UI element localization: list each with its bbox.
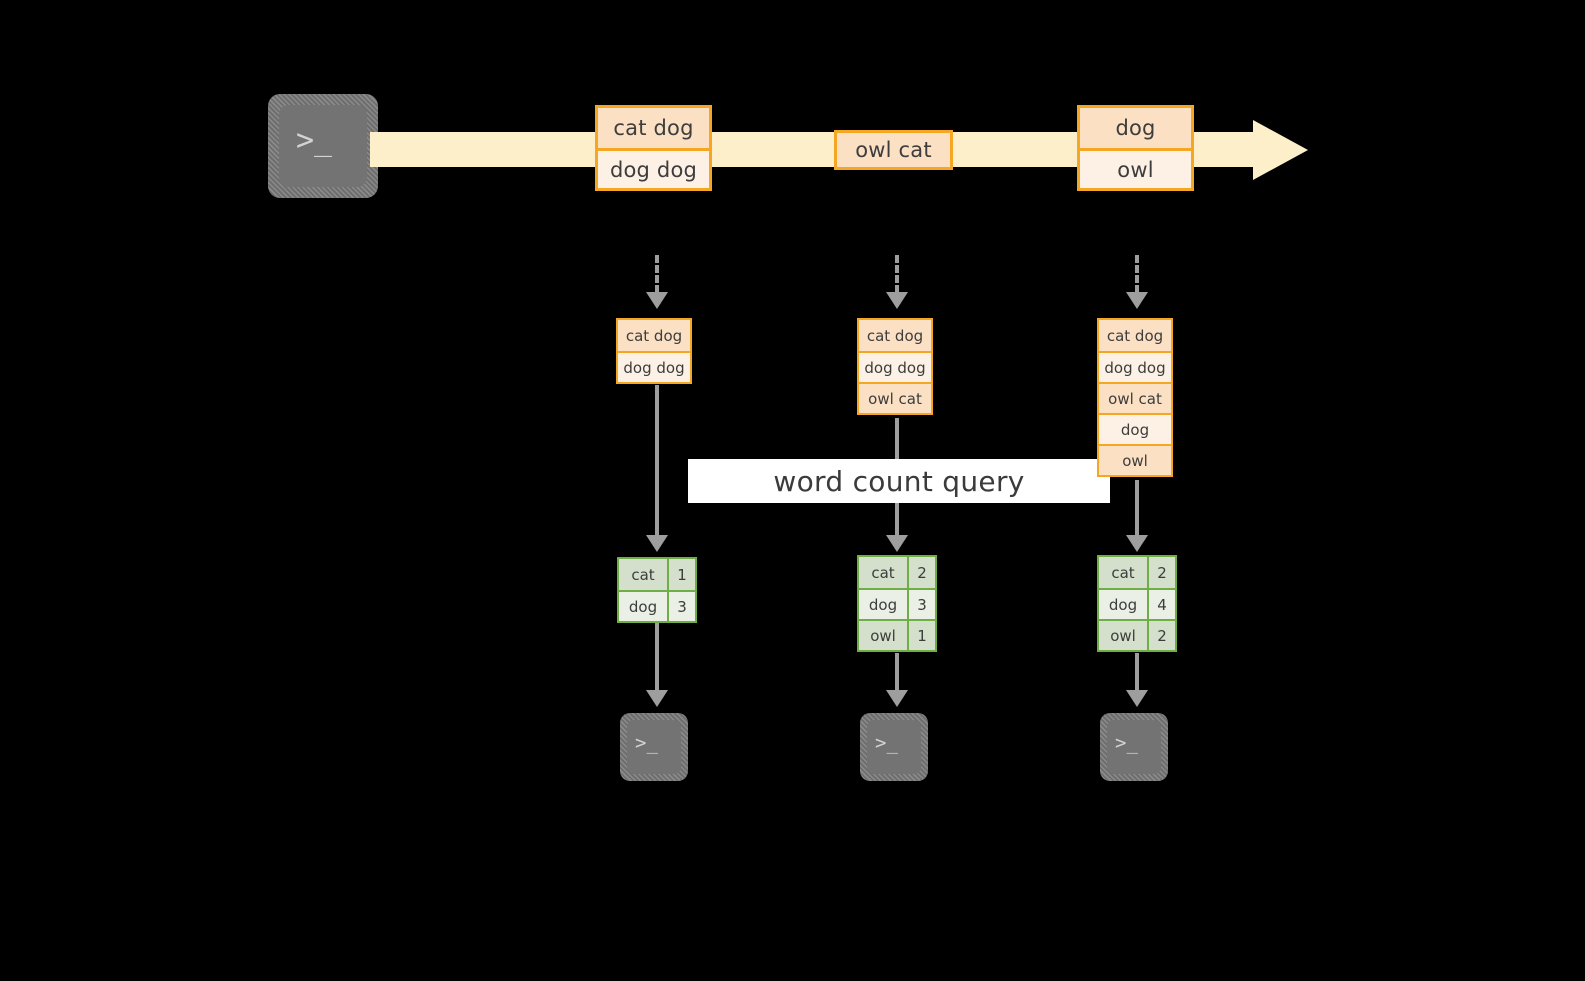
stream-batch-3-line-1: dog [1080, 108, 1191, 148]
query-arrow-2-head [886, 535, 908, 552]
sink-arrow-3-line [1135, 653, 1139, 693]
stream-batch-1-line-1: cat dog [598, 108, 709, 148]
result-table-3-row: cat 2 [1099, 557, 1175, 588]
result-count: 1 [907, 621, 935, 650]
result-count: 2 [1147, 621, 1175, 650]
result-word: owl [859, 621, 907, 650]
sink-terminal-icon-3: >_ [1100, 713, 1168, 781]
input-table-3-row: owl cat [1099, 382, 1171, 413]
result-table-3-row: owl 2 [1099, 619, 1175, 650]
input-table-2-row: owl cat [859, 382, 931, 413]
result-table-2-row: cat 2 [859, 557, 935, 588]
result-count: 4 [1147, 590, 1175, 619]
stream-batch-1: cat dog dog dog [595, 105, 712, 191]
result-table-3: cat 2 dog 4 owl 2 [1097, 555, 1177, 652]
trigger-arrow-2-line [895, 255, 899, 293]
query-arrow-3-line [1135, 480, 1139, 537]
input-table-3-row: dog [1099, 413, 1171, 444]
result-word: owl [1099, 621, 1147, 650]
terminal-screen [1107, 720, 1161, 774]
sink-terminal-icon-2: >_ [860, 713, 928, 781]
result-count: 2 [1147, 557, 1175, 588]
sink-arrow-1-head [646, 690, 668, 707]
trigger-arrow-1-line [655, 255, 659, 293]
trigger-arrow-3-line [1135, 255, 1139, 293]
result-table-2-row: dog 3 [859, 588, 935, 619]
sink-arrow-3-head [1126, 690, 1148, 707]
terminal-prompt-glyph: >_ [296, 123, 333, 158]
result-table-1: cat 1 dog 3 [617, 557, 697, 623]
trigger-arrow-2-head [886, 292, 908, 309]
query-arrow-1-head [646, 535, 668, 552]
result-table-1-row: cat 1 [619, 559, 695, 590]
result-word: dog [1099, 590, 1147, 619]
terminal-screen [627, 720, 681, 774]
stream-arrow-head [1253, 120, 1308, 180]
result-table-2-row: owl 1 [859, 619, 935, 650]
stream-batch-1-line-2: dog dog [598, 148, 709, 188]
input-table-3: cat dog dog dog owl cat dog owl [1097, 318, 1173, 477]
input-table-1-row: dog dog [618, 351, 690, 382]
query-label-band [688, 459, 1110, 503]
sink-arrow-1-line [655, 623, 659, 693]
result-count: 1 [667, 559, 695, 590]
stream-batch-3: dog owl [1077, 105, 1194, 191]
terminal-screen [867, 720, 921, 774]
stream-batch-2-line-1: owl cat [837, 133, 950, 167]
result-table-3-row: dog 4 [1099, 588, 1175, 619]
terminal-prompt-glyph: >_ [875, 732, 898, 754]
stream-batch-3-line-2: owl [1080, 148, 1191, 188]
input-table-3-row: dog dog [1099, 351, 1171, 382]
result-count: 3 [907, 590, 935, 619]
terminal-prompt-glyph: >_ [1115, 732, 1138, 754]
result-table-2: cat 2 dog 3 owl 1 [857, 555, 937, 652]
query-arrow-3-head [1126, 535, 1148, 552]
trigger-arrow-1-head [646, 292, 668, 309]
input-table-2-row: cat dog [859, 320, 931, 351]
input-table-2-row: dog dog [859, 351, 931, 382]
sink-arrow-2-line [895, 653, 899, 693]
input-table-3-row: cat dog [1099, 320, 1171, 351]
result-count: 2 [907, 557, 935, 588]
input-table-1-row: cat dog [618, 320, 690, 351]
result-word: cat [1099, 557, 1147, 588]
stream-batch-2: owl cat [834, 130, 953, 170]
terminal-screen [279, 105, 367, 187]
input-table-2: cat dog dog dog owl cat [857, 318, 933, 415]
query-arrow-1-line [655, 385, 659, 537]
sink-arrow-2-head [886, 690, 908, 707]
result-table-1-row: dog 3 [619, 590, 695, 621]
result-word: dog [859, 590, 907, 619]
result-count: 3 [667, 592, 695, 621]
result-word: dog [619, 592, 667, 621]
trigger-arrow-3-head [1126, 292, 1148, 309]
terminal-prompt-glyph: >_ [635, 732, 658, 754]
source-terminal-icon: >_ [268, 94, 378, 198]
sink-terminal-icon-1: >_ [620, 713, 688, 781]
result-word: cat [859, 557, 907, 588]
input-table-3-row: owl [1099, 444, 1171, 475]
result-word: cat [619, 559, 667, 590]
input-table-1: cat dog dog dog [616, 318, 692, 384]
query-label: word count query [773, 464, 1025, 498]
